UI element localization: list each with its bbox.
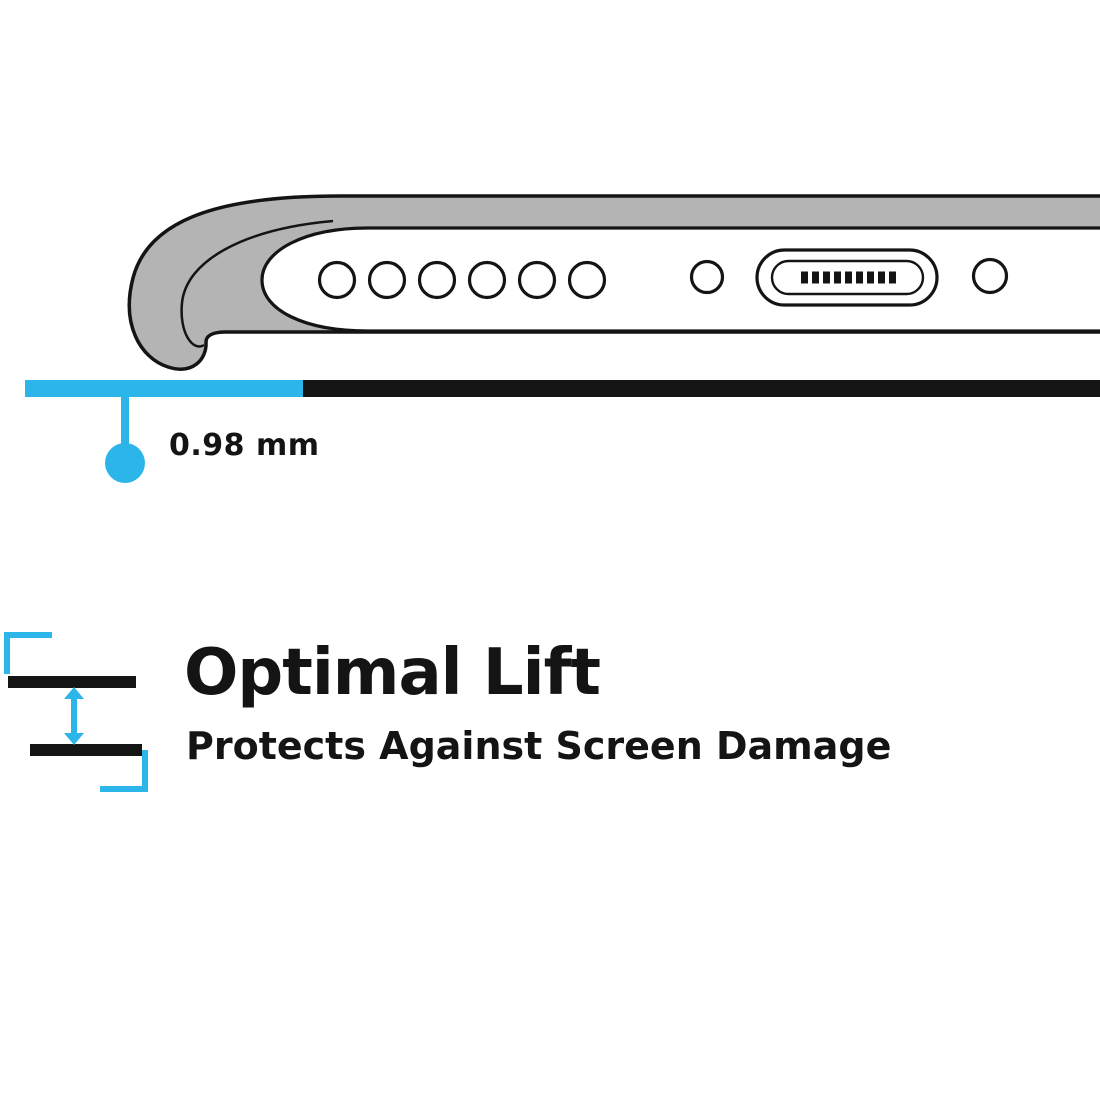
speaker-hole xyxy=(517,260,557,300)
bracket-top-left xyxy=(4,632,52,674)
charging-port xyxy=(755,248,939,307)
speaker-hole xyxy=(417,260,457,300)
measurement-label: 0.98 mm xyxy=(169,428,320,463)
measurement-leader-line xyxy=(121,395,129,448)
speaker-hole xyxy=(567,260,607,300)
speaker-holes xyxy=(317,260,607,300)
surface-line xyxy=(303,380,1100,397)
speaker-hole xyxy=(467,260,507,300)
speaker-hole xyxy=(367,260,407,300)
case-inner-lip-line xyxy=(180,219,334,348)
arrow-down-head xyxy=(64,733,84,745)
charging-port-inner xyxy=(770,259,925,296)
double-arrow-shaft xyxy=(71,698,77,734)
charging-port-pins xyxy=(801,271,896,284)
measurement-dot xyxy=(105,443,145,483)
bracket-bottom-right xyxy=(100,750,148,792)
arrow-up-head xyxy=(64,687,84,699)
upper-surface-bar xyxy=(8,676,136,688)
speaker-hole xyxy=(317,260,357,300)
fastener-hole xyxy=(971,257,1009,295)
phone-case-cross-section-diagram xyxy=(127,194,1100,371)
lift-gap-highlight-bar xyxy=(25,380,303,397)
lower-surface-bar xyxy=(30,744,142,756)
microphone-hole xyxy=(689,259,725,295)
lift-gap-icon xyxy=(0,630,170,800)
feature-subtitle: Protects Against Screen Damage xyxy=(186,724,892,768)
feature-title: Optimal Lift xyxy=(184,636,601,710)
